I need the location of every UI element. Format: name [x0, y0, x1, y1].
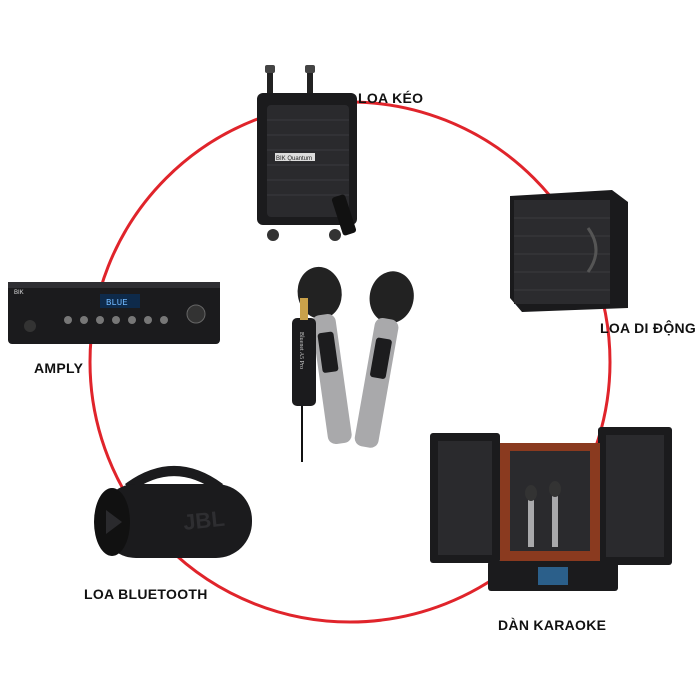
subwoofer-image	[510, 190, 628, 312]
mic-receiver-text: Bluenet A5 Pro	[298, 332, 304, 369]
speaker-brand-text: BIK Quantum	[276, 156, 312, 162]
amp-display-text: BLUE	[106, 298, 128, 308]
label-loa-keo: LOA KÉO	[358, 90, 424, 106]
wireless-mic-image: Bluenet A5 Pro	[292, 266, 414, 462]
jbl-logo-text: JBL	[182, 506, 226, 535]
label-amply: AMPLY	[34, 360, 84, 376]
bluetooth-speaker-image: JBL	[94, 466, 252, 558]
amp-brand-text: BIK	[14, 290, 24, 296]
label-loa-di-dong: LOA DI ĐỘNG	[600, 320, 697, 336]
amplifier-image: BIK BLUE	[8, 282, 220, 344]
label-loa-bluetooth: LOA BLUETOOTH	[84, 586, 208, 602]
karaoke-set-image	[430, 427, 672, 591]
trolley-speaker-image: BIK Quantum	[257, 65, 357, 241]
label-dan-karaoke: DÀN KARAOKE	[498, 617, 607, 633]
